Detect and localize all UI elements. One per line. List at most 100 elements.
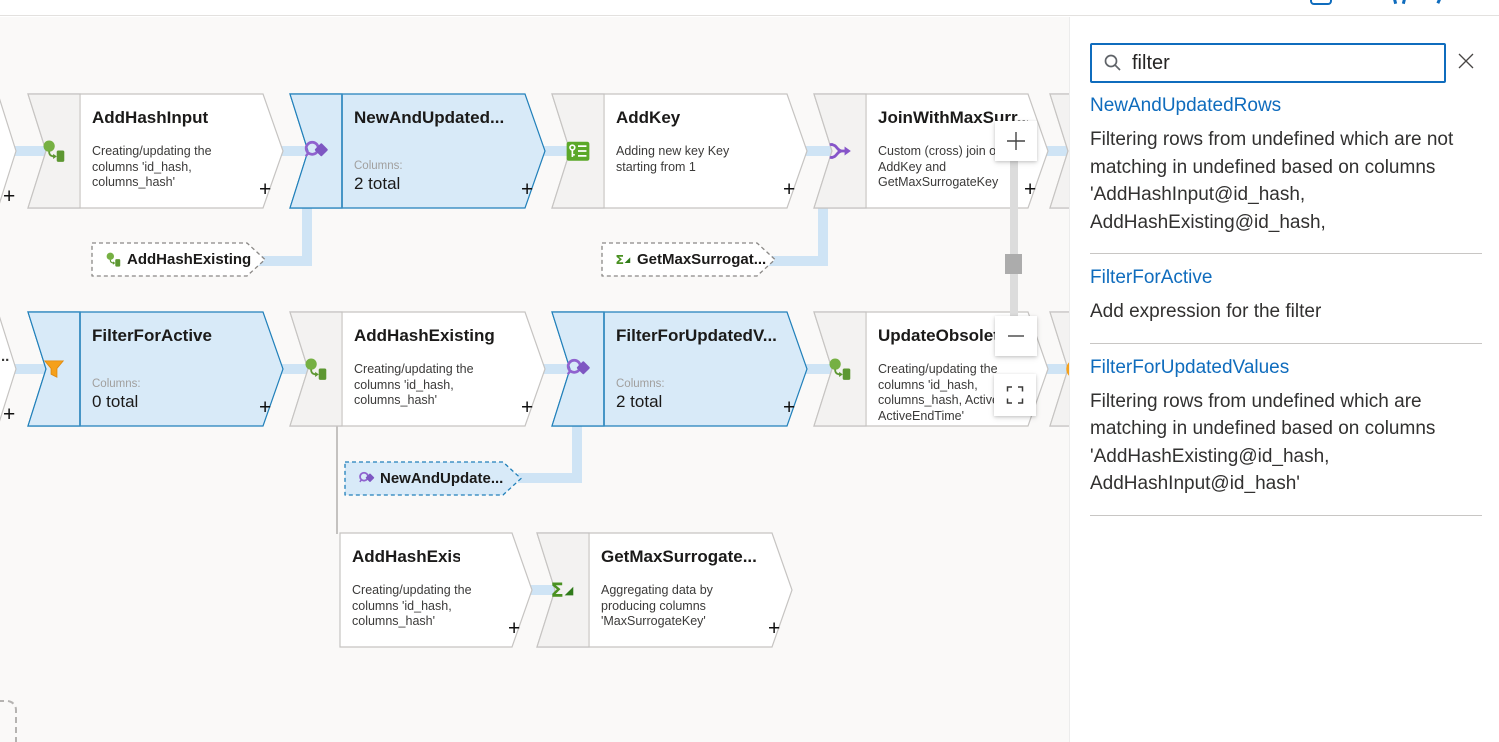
node-partial[interactable] (1049, 311, 1069, 427)
exists-icon (566, 358, 590, 375)
add-transformation-button[interactable]: + (521, 178, 534, 201)
svg-text:Σ: Σ (615, 253, 624, 268)
stream-reference-addhashexisting[interactable]: AddHashExisting (90, 242, 267, 277)
node-description: Creating/updating the columns 'id_hash, … (878, 362, 1003, 423)
exists-icon-wrap (303, 138, 329, 164)
add-transformation-button[interactable]: + (783, 396, 796, 419)
aggregate-icon: Σ (615, 253, 631, 268)
node-partial[interactable] (0, 312, 20, 426)
add-transformation-button[interactable]: + (768, 617, 781, 640)
connector-line (520, 585, 560, 595)
search-input[interactable] (1132, 51, 1422, 75)
join-icon-wrap (827, 138, 853, 164)
clipboard-icon[interactable] (1310, 0, 1332, 5)
search-icon (1104, 54, 1121, 71)
node-filterforupdatedv[interactable]: FilterForUpdatedV...Columns:2 total+ (551, 311, 808, 427)
stream-reference-getmaxsurrogat[interactable]: Σ GetMaxSurrogat... (600, 242, 777, 277)
search-icon[interactable] (1436, 0, 1447, 4)
exists-icon-wrap (358, 470, 375, 487)
svg-text:Σ: Σ (551, 579, 564, 602)
join-icon (829, 143, 851, 159)
result-link-filterforupdatedvalues[interactable]: FilterForUpdatedValues (1090, 356, 1290, 378)
code-braces-icon[interactable] (1401, 0, 1410, 5)
add-transformation-button[interactable]: + (3, 185, 16, 208)
tag-content: NewAndUpdate... (358, 461, 503, 496)
node-columns-value: 2 total (354, 174, 401, 193)
add-transformation-button[interactable]: + (259, 396, 272, 419)
node-description: Creating/updating the columns 'id_hash, … (354, 362, 474, 407)
derived-column-icon-wrap (41, 138, 67, 164)
derived-column-icon (106, 252, 121, 267)
add-transformation-button[interactable]: + (521, 396, 534, 419)
node-title: JoinWithMaxSurr... (878, 108, 1028, 127)
fit-to-screen-button[interactable] (994, 374, 1036, 416)
node-description: Adding new key Key starting from 1 (616, 144, 730, 174)
result-link-newandupdatedrows[interactable]: NewAndUpdatedRows (1090, 95, 1282, 116)
zoom-slider-track[interactable] (1010, 161, 1018, 317)
add-transformation-button[interactable]: + (3, 403, 16, 426)
filter-icon (43, 360, 65, 378)
filter-icon-wrap (41, 356, 67, 382)
derived-column-icon (43, 140, 65, 162)
node-joinwithmaxsurr[interactable]: JoinWithMaxSurr... Custom (cross) join on… (813, 93, 1049, 209)
node-getmaxsurrogate[interactable]: Σ GetMaxSurrogate...Aggregating data by … (536, 532, 793, 648)
node-description: Creating/updating the columns 'id_hash, … (352, 583, 472, 628)
connector-line (302, 208, 312, 266)
node-partial[interactable] (1049, 93, 1069, 209)
node-columns-label: Columns: (92, 378, 141, 390)
node-newandupdated[interactable]: NewAndUpdated... Columns: 2 total + (289, 93, 546, 209)
node-columns-label: Columns: (616, 378, 665, 390)
result-description: Filtering rows from undefined which are … (1090, 129, 1454, 233)
node-columns-value: 0 total (92, 392, 139, 411)
tag-label: AddHashExisting (127, 251, 252, 268)
node-title: FilterForActive (92, 326, 212, 345)
zoom-out-button[interactable] (995, 316, 1037, 356)
tag-label: GetMaxSurrogat... (637, 251, 767, 268)
stream-reference-newandupdate[interactable]: NewAndUpdate... (343, 461, 523, 496)
add-transformation-button[interactable]: + (1024, 178, 1037, 201)
add-transformation-button[interactable]: + (783, 178, 796, 201)
alter-row-icon (1066, 362, 1069, 376)
exists-icon (359, 471, 375, 483)
aggregate-icon: Σ (551, 579, 574, 602)
node-partial[interactable] (0, 94, 20, 208)
result-link-filterforactive[interactable]: FilterForActive (1090, 267, 1213, 288)
result-description: Add expression for the filter (1090, 301, 1322, 322)
derived-column-icon (305, 358, 327, 380)
zoom-in-button[interactable] (995, 121, 1037, 161)
exists-icon-wrap (565, 356, 591, 382)
node-title: AddHashExisting (354, 326, 495, 345)
search-box[interactable] (1090, 43, 1446, 83)
add-transformation-button[interactable]: + (508, 617, 521, 640)
node-title: NewAndUpdated... (354, 108, 505, 127)
add-transformation-button[interactable]: + (259, 178, 272, 201)
node-description: Aggregating data by producing columns 'M… (601, 583, 713, 628)
node-description: Custom (cross) join on AddKey and GetMax… (878, 144, 1003, 189)
exists-icon (304, 140, 328, 157)
connector-line (765, 256, 828, 266)
node-title: AddHashExisting (352, 547, 460, 566)
node-description: Creating/updating the columns 'id_hash, … (92, 144, 212, 189)
close-icon[interactable] (1455, 50, 1477, 72)
result-description: Filtering rows from undefined which are … (1090, 390, 1436, 495)
node-columns-value: 2 total (616, 392, 663, 411)
zoom-slider-handle[interactable] (1005, 254, 1022, 274)
group-boundary (0, 700, 17, 742)
aggregate-icon-wrap: Σ (550, 577, 576, 603)
node-title: AddHashInput (92, 108, 209, 127)
code-braces-icon[interactable] (1389, 0, 1398, 5)
connector-line (518, 473, 582, 483)
node-columns-label: Columns: (354, 160, 403, 172)
